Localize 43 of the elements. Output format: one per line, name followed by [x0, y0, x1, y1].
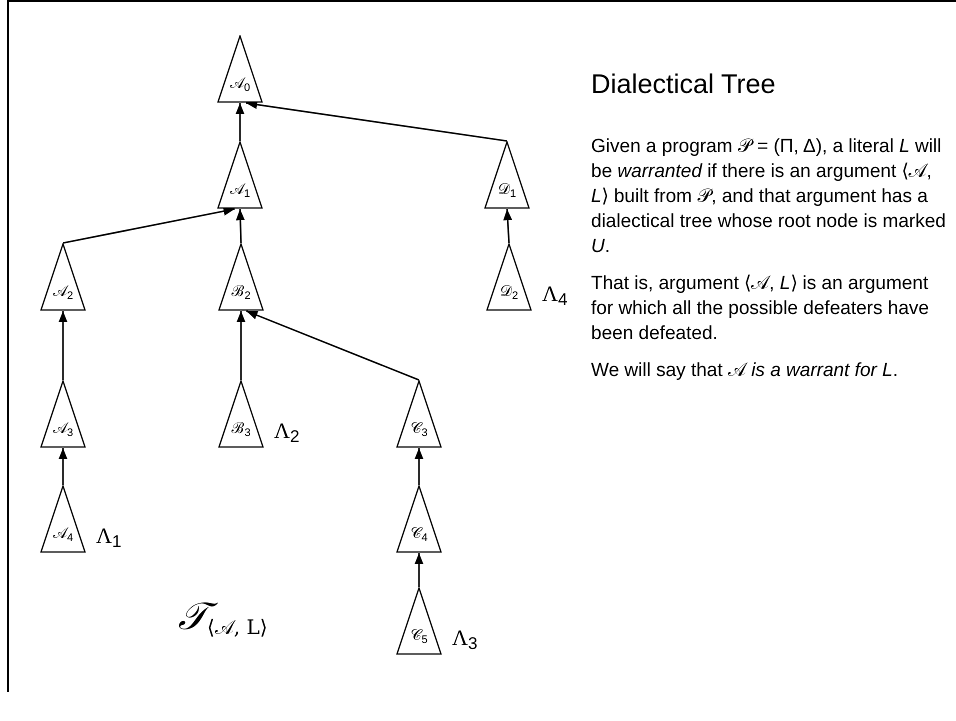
arrow [414, 448, 424, 485]
arrow [503, 208, 512, 244]
arrow [236, 311, 246, 380]
triangle-node [486, 243, 532, 311]
triangle-node [218, 243, 264, 311]
node-label: 𝒞$_{4}$ [410, 526, 428, 541]
lambda-label: Λ$_{3}$ [452, 627, 478, 649]
node-label: 𝒜$_{4}$ [52, 526, 74, 541]
tree-symbol-label: 𝒯$_{⟨𝒜, L⟩}$ [178, 597, 268, 635]
slide-title: Dialectical Tree [591, 68, 776, 101]
arrow [62, 206, 235, 244]
triangle-node [40, 380, 86, 448]
node-label: 𝒜$_{0}$ [230, 76, 250, 91]
triangle-node [396, 485, 442, 553]
arrow [414, 553, 424, 587]
body-paragraph: We will say that 𝒜 is a warrant for L. [591, 359, 899, 383]
body-paragraph: Given a program 𝒫 = (Π, Δ), a literal L will be warranted if there is an argument ⟨𝒜, L⟩ built from 𝒫, and that argument has a dialectical tree whose root node is marked U. [591, 135, 947, 259]
lambda-label: Λ$_{4}$ [542, 283, 568, 305]
body-paragraph: That is, argument ⟨𝒜, L⟩ is an argument for which all the possible defeaters have been defeated. [591, 272, 930, 346]
node-label: ℬ$_{3}$ [231, 421, 251, 436]
node-label: 𝒟$_{1}$ [498, 182, 516, 197]
node-label: 𝒟$_{2}$ [500, 284, 518, 299]
lambda-label: Λ$_{1}$ [96, 525, 122, 547]
triangle-node [40, 243, 86, 311]
lambda-label: Λ$_{2}$ [274, 420, 300, 442]
arrow [236, 103, 244, 141]
node-label: 𝒞$_{5}$ [410, 628, 428, 643]
arrow [246, 310, 420, 381]
triangle-node [217, 141, 263, 209]
triangle-node [40, 485, 86, 553]
arrow [58, 311, 68, 380]
node-label: 𝒜$_{2}$ [52, 284, 74, 299]
triangle-node [484, 141, 530, 209]
arrow [58, 448, 68, 485]
triangle-node [396, 587, 442, 655]
node-label: 𝒞$_{3}$ [410, 421, 428, 436]
triangle-node [217, 35, 263, 103]
triangle-node [218, 380, 264, 448]
node-label: 𝒜$_{1}$ [230, 182, 250, 197]
node-label: ℬ$_{2}$ [231, 284, 251, 299]
arrow [236, 208, 245, 244]
node-label: 𝒜$_{3}$ [52, 421, 74, 436]
triangle-node [396, 380, 442, 448]
